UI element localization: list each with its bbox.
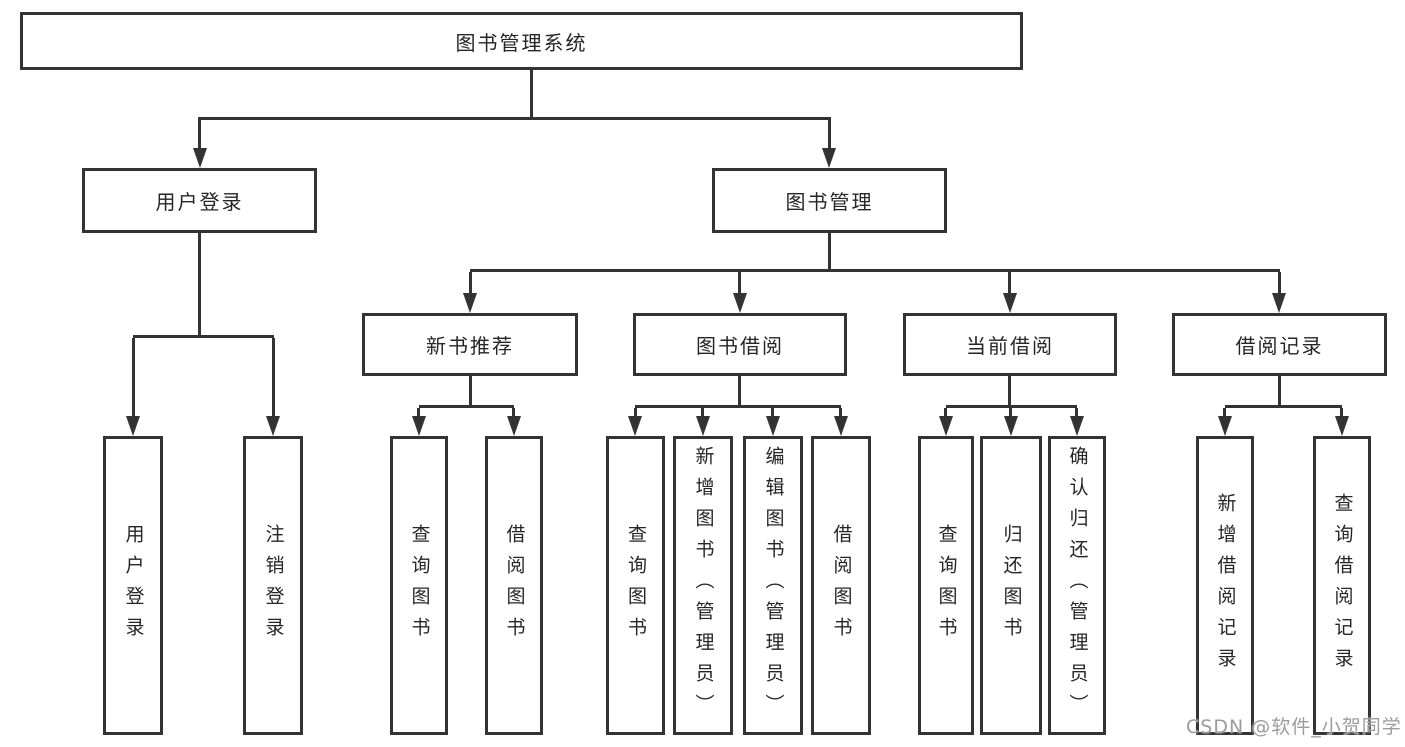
- node-user-login: 用户登录: [82, 168, 317, 233]
- arrowhead-down-icon: [696, 416, 710, 436]
- arrowhead-down-icon: [1218, 416, 1232, 436]
- connector-book-borrowing-rail: [635, 405, 841, 408]
- arrowhead-down-icon: [412, 416, 426, 436]
- node-label: 图书管理系统: [455, 30, 588, 55]
- arrowhead-down-icon: [193, 148, 207, 168]
- connector-stem-user-login: [198, 120, 201, 148]
- connector-new-book-drop: [469, 376, 472, 405]
- arrowhead-down-icon: [266, 416, 280, 436]
- arrowhead-down-icon: [1003, 293, 1017, 313]
- leaf-label: 新增借阅记录: [1214, 492, 1237, 679]
- arrowhead-down-icon: [834, 416, 848, 436]
- arrowhead-down-icon: [126, 416, 140, 436]
- arrowhead-down-icon: [1335, 416, 1349, 436]
- connector-root-drop: [530, 70, 533, 117]
- arrowhead-down-icon: [463, 293, 477, 313]
- leaf-label: 确认归还（管理员）: [1066, 446, 1089, 725]
- connector-borrowing-records-drop: [1278, 376, 1281, 405]
- arrowhead-down-icon: [822, 148, 836, 168]
- leaf-label: 用户登录: [122, 523, 145, 648]
- connector-book-management-rail: [470, 269, 1280, 272]
- arrowhead-down-icon: [628, 416, 642, 436]
- leaf-query-books-current: 查询图书: [918, 436, 974, 735]
- leaf-user-login: 用户登录: [103, 436, 163, 735]
- connector-stem: [1075, 408, 1078, 418]
- leaf-borrow-books-recommend: 借阅图书: [485, 436, 543, 735]
- leaf-label: 借阅图书: [830, 523, 853, 648]
- connector-root-rail: [198, 117, 831, 120]
- node-label: 图书管理: [785, 190, 874, 214]
- node-label: 新书推荐: [426, 334, 514, 358]
- node-book-borrowing: 图书借阅: [633, 313, 847, 376]
- node-library-management-system: 图书管理系统: [20, 12, 1023, 70]
- arrowhead-down-icon: [733, 293, 747, 313]
- connector-stem: [512, 408, 515, 418]
- connector-current-borrowing-drop: [1008, 376, 1011, 405]
- leaf-label: 查询图书: [935, 523, 958, 648]
- node-label: 借阅记录: [1235, 334, 1324, 358]
- connector-stem-book-borrowing: [738, 272, 741, 293]
- leaf-label: 查询图书: [408, 523, 431, 648]
- connector-borrowing-records-rail: [1225, 405, 1342, 408]
- node-book-management: 图书管理: [712, 168, 947, 233]
- connector-stem: [1223, 408, 1226, 418]
- arrowhead-down-icon: [1070, 416, 1084, 436]
- leaf-confirm-return-admin: 确认归还（管理员）: [1048, 436, 1106, 735]
- connector-book-borrowing-drop: [738, 376, 741, 405]
- leaf-label: 借阅图书: [503, 523, 526, 648]
- connector-stem-leaf-logout: [272, 338, 275, 416]
- leaf-add-borrow-record: 新增借阅记录: [1196, 436, 1254, 735]
- leaf-label: 查询图书: [625, 523, 647, 648]
- connector-current-borrowing-rail: [946, 405, 1077, 408]
- leaf-return-books: 归还图书: [980, 436, 1042, 735]
- connector-stem-leaf-user-login: [132, 338, 135, 416]
- node-new-book-recommendation: 新书推荐: [362, 313, 578, 376]
- leaf-label: 新增图书（管理员）: [692, 446, 715, 725]
- leaf-label: 注销登录: [262, 523, 285, 648]
- connector-user-login-rail: [133, 335, 274, 338]
- leaf-label: 查询借阅记录: [1331, 492, 1354, 679]
- node-label: 图书借阅: [696, 334, 784, 358]
- connector-new-book-rail: [419, 405, 514, 408]
- leaf-logout: 注销登录: [243, 436, 303, 735]
- connector-book-management-drop: [828, 233, 831, 269]
- connector-stem-new-book: [469, 272, 472, 293]
- arrowhead-down-icon: [507, 416, 521, 436]
- connector-user-login-drop: [198, 233, 201, 335]
- connector-stem: [701, 408, 704, 418]
- arrowhead-down-icon: [1004, 416, 1018, 436]
- arrowhead-down-icon: [1272, 293, 1286, 313]
- leaf-borrow-books-borrowing: 借阅图书: [811, 436, 871, 735]
- leaf-label: 编辑图书（管理员）: [762, 446, 785, 725]
- watermark: CSDN @软件_小贺同学: [1186, 716, 1402, 738]
- connector-stem: [417, 408, 420, 418]
- node-label: 用户登录: [155, 190, 244, 214]
- leaf-edit-books-admin: 编辑图书（管理员）: [743, 436, 803, 735]
- leaf-query-books-recommend: 查询图书: [390, 436, 448, 735]
- leaf-label: 归还图书: [1000, 523, 1023, 648]
- connector-stem-book-management: [828, 120, 831, 148]
- connector-stem: [634, 408, 637, 418]
- arrowhead-down-icon: [939, 416, 953, 436]
- connector-stem: [1340, 408, 1343, 418]
- connector-stem: [839, 408, 842, 418]
- leaf-query-borrow-record: 查询借阅记录: [1313, 436, 1371, 735]
- arrowhead-down-icon: [766, 416, 780, 436]
- leaf-query-books-borrowing: 查询图书: [606, 436, 665, 735]
- leaf-add-books-admin: 新增图书（管理员）: [673, 436, 733, 735]
- connector-stem-current-borrowing: [1008, 272, 1011, 293]
- node-current-borrowing: 当前借阅: [903, 313, 1117, 376]
- connector-stem: [944, 408, 947, 418]
- node-borrowing-records: 借阅记录: [1172, 313, 1387, 376]
- connector-stem: [1009, 408, 1012, 418]
- connector-stem-borrowing-records: [1278, 272, 1281, 293]
- node-label: 当前借阅: [966, 334, 1054, 358]
- connector-stem: [771, 408, 774, 418]
